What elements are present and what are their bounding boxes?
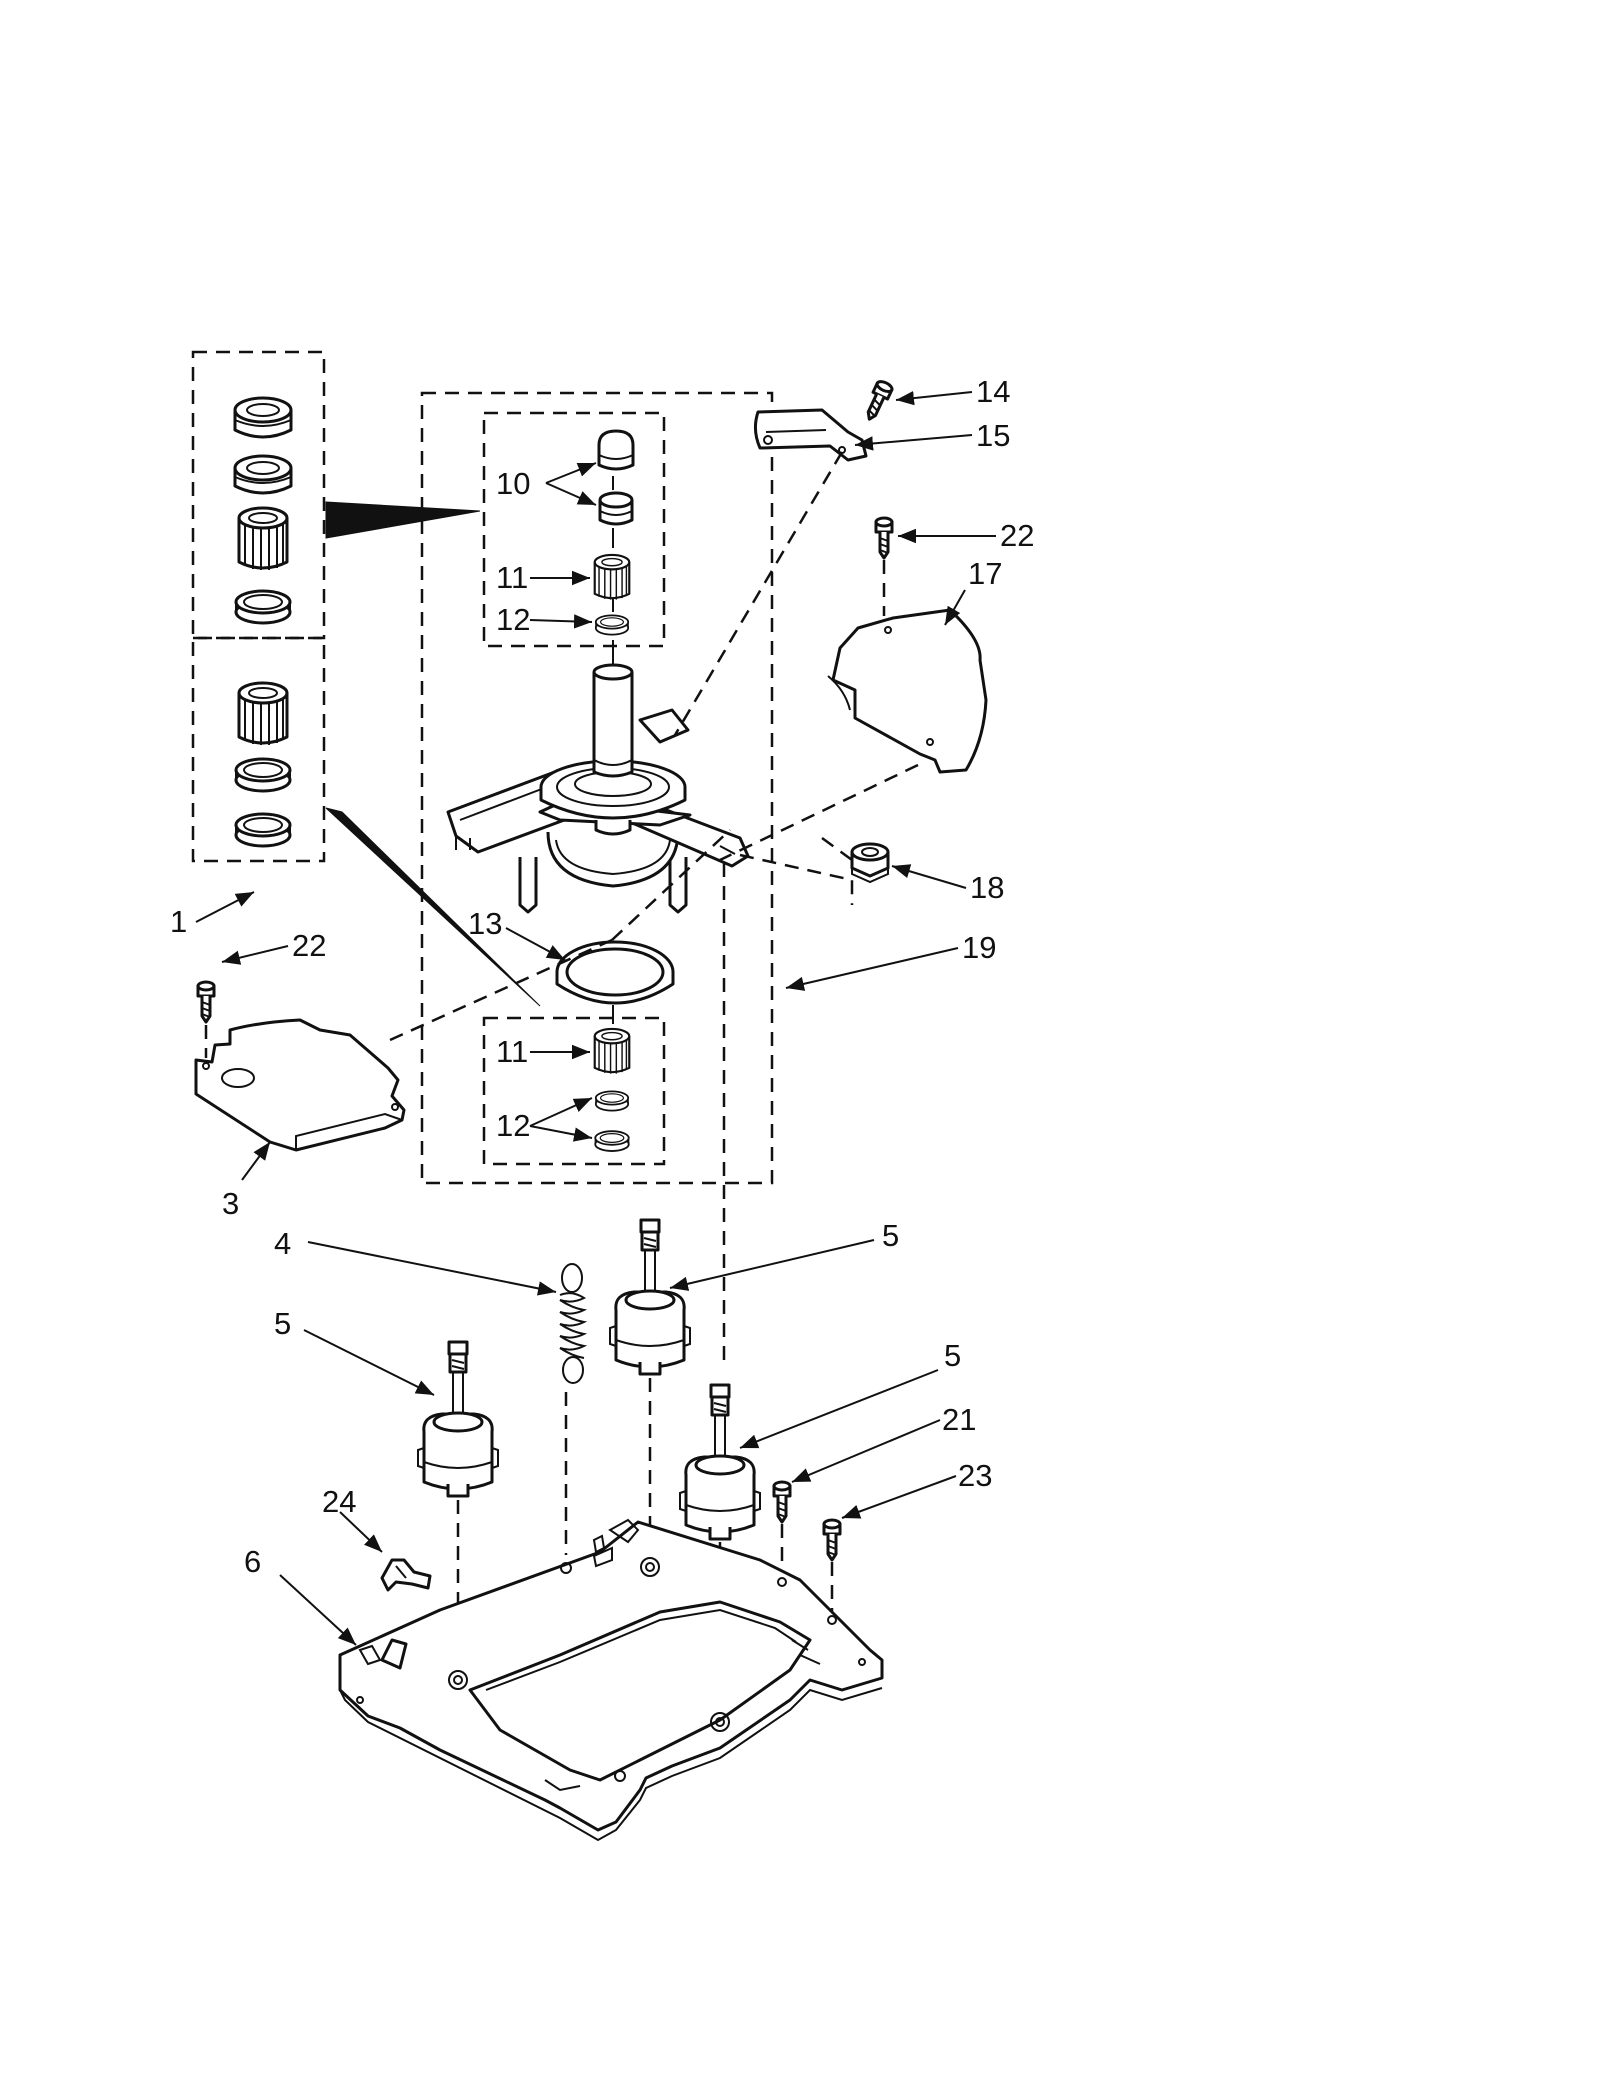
callout-23: 23 — [958, 1458, 992, 1493]
bearing-11-upper — [593, 553, 631, 601]
callout-14: 14 — [976, 374, 1010, 409]
callout-11-lower: 11 — [496, 1034, 528, 1069]
kit-1-group — [191, 350, 326, 863]
screw-14 — [860, 378, 895, 425]
upper-bearing-kit — [482, 411, 666, 648]
callout-13: 13 — [468, 906, 502, 941]
callout-5-center: 5 — [882, 1218, 899, 1253]
callout-22-lower: 22 — [292, 928, 326, 963]
shock-mount-left — [416, 1340, 500, 1498]
leader-lines — [195, 390, 996, 1646]
bracket-15 — [753, 408, 868, 462]
shield-17 — [827, 608, 988, 774]
callout-17: 17 — [968, 556, 1002, 591]
screw-23 — [822, 1518, 842, 1562]
kit-seal-1 — [233, 396, 293, 439]
shock-mount-right — [678, 1383, 762, 1541]
kit-washer-1 — [234, 589, 292, 625]
bearing-11-lower — [593, 1027, 631, 1075]
screw-22-lower — [196, 980, 216, 1024]
hub-base-assembly — [446, 663, 750, 914]
kit-bearing-1 — [237, 506, 289, 572]
shield-3 — [194, 1018, 406, 1152]
washer-12-lower-a — [594, 1090, 630, 1112]
kit-washer-2 — [234, 757, 292, 793]
callout-6: 6 — [244, 1544, 261, 1579]
kit-pointer-upper — [325, 501, 481, 539]
kit-seal-2 — [233, 454, 293, 495]
callout-3: 3 — [222, 1186, 239, 1221]
callout-12-upper: 12 — [496, 602, 530, 637]
callout-labels: 14 15 10 22 17 11 12 18 19 1 22 13 11 12… — [170, 374, 1034, 1579]
shock-mount-center — [608, 1218, 692, 1376]
bushing-upper — [597, 429, 635, 471]
screw-21 — [772, 1480, 792, 1524]
callout-18: 18 — [970, 870, 1004, 905]
seal-13 — [555, 940, 675, 1005]
base-plate-6 — [338, 1518, 884, 1842]
callout-12-lower: 12 — [496, 1108, 530, 1143]
washer-12-lower-b — [594, 1130, 630, 1152]
callout-21: 21 — [942, 1402, 976, 1437]
callout-11-upper: 11 — [496, 560, 528, 595]
callout-22-upper: 22 — [1000, 518, 1034, 553]
callout-4: 4 — [274, 1226, 291, 1261]
nut-18 — [850, 842, 890, 884]
washer-12-upper — [594, 614, 630, 636]
lower-bearing-kit — [482, 1016, 666, 1166]
kit-pointer-lower — [325, 807, 541, 1007]
callout-24: 24 — [322, 1484, 356, 1519]
callout-5-right: 5 — [944, 1338, 961, 1373]
bushing-lower — [598, 491, 634, 526]
assembly-19-box — [420, 391, 774, 1185]
callout-15: 15 — [976, 418, 1010, 453]
kit-bearing-2 — [237, 681, 289, 747]
callout-5-left: 5 — [274, 1306, 291, 1341]
callout-10: 10 — [496, 466, 530, 501]
callout-19: 19 — [962, 930, 996, 965]
kit-washer-3 — [234, 812, 292, 848]
spring-4 — [559, 1263, 588, 1384]
callout-1: 1 — [170, 904, 187, 939]
clip-24 — [380, 1558, 432, 1592]
screw-22-upper — [874, 516, 894, 560]
